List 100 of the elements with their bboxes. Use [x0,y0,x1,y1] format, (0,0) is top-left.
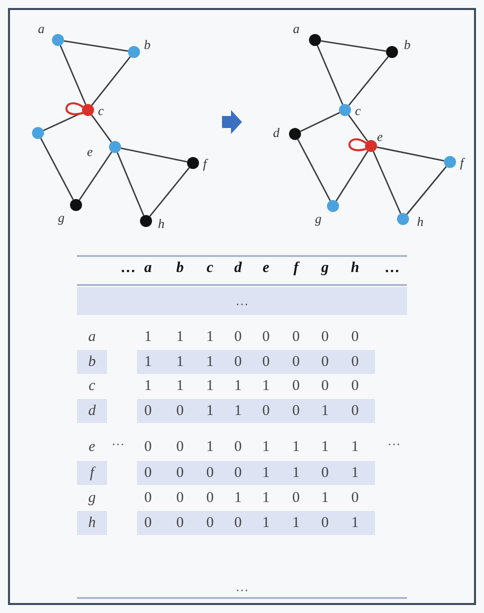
graph-vertex [128,46,140,58]
matrix-value: 1 [351,464,359,482]
row-header: f [90,464,94,482]
graph-edge [372,151,402,214]
matrix-value: 0 [262,402,270,420]
ellipsis: … [120,259,136,277]
matrix-value: 1 [234,489,242,507]
vertex-label: a [293,22,300,36]
matrix-value: 0 [176,438,184,456]
row-header: g [88,489,96,507]
column-header: f [294,259,298,277]
matrix-value: 0 [176,402,184,420]
matrix-value: 0 [292,402,300,420]
column-header: e [262,259,270,277]
matrix-value: 1 [176,377,184,395]
graph-vertex [32,127,44,139]
graph-edge [40,138,74,200]
matrix-value: 0 [144,464,152,482]
matrix-value: 1 [292,464,300,482]
graph-edge [116,152,144,216]
matrix-value: 0 [144,514,152,532]
graph-edge [297,138,331,202]
vertex-label: h [158,217,164,231]
row-header: d [88,402,96,420]
matrix-value: 0 [321,328,329,346]
vertex-label: b [144,38,150,52]
vertex-label: c [98,104,104,118]
matrix-value: 1 [351,438,359,456]
matrix-value: 0 [292,353,300,371]
column-header: a [144,259,152,277]
graph-edge [336,150,368,202]
row-header: a [88,328,96,346]
graph-edge [78,152,112,200]
graph-edge [64,40,128,52]
graph-edge [149,167,190,217]
matrix-value: 1 [176,328,184,346]
column-header: b [176,259,184,277]
vertex-label: f [460,156,464,170]
matrix-value: 0 [262,328,270,346]
matrix-value: 1 [144,328,152,346]
matrix-value: 0 [234,464,242,482]
ellipsis: … [236,578,248,596]
matrix-value: 0 [292,328,300,346]
column-header: h [350,259,360,277]
graph-edge [60,45,86,105]
graph-edge [376,146,444,162]
column-header: c [206,259,214,277]
matrix-value: 0 [262,353,270,371]
graph-vertex [444,156,456,168]
vertex-label: g [315,212,322,226]
graph-vertex [309,34,321,46]
vertex-label: a [38,22,44,36]
matrix-value: 1 [206,377,214,395]
matrix-value: 1 [234,402,242,420]
matrix-value: 0 [292,489,300,507]
ellipsis: … [384,259,400,277]
matrix-value: 0 [234,353,242,371]
graph-edge [348,56,389,106]
matrix-value: 0 [234,328,242,346]
graph-edge [406,166,447,215]
matrix-value: 0 [176,489,184,507]
graph-edge [91,56,131,106]
self-loop [348,138,366,152]
graph-vertex [187,157,199,169]
matrix-value: 1 [262,514,270,532]
vertex-label: e [87,145,93,159]
matrix-value: 0 [206,514,214,532]
matrix-value: 1 [206,353,214,371]
matrix-value: 0 [176,464,184,482]
matrix-value: 0 [234,438,242,456]
matrix-value: 1 [206,402,214,420]
matrix-value: 1 [321,438,329,456]
matrix-value: 0 [176,514,184,532]
row-header: e [88,438,96,456]
vertex-label: h [417,215,424,229]
vertex-label: f [203,157,207,171]
graph-edge [320,40,386,52]
matrix-value: 0 [144,402,152,420]
vertex-label: c [355,104,361,118]
vertex-label: e [377,130,383,144]
vertex-label: b [404,38,410,52]
graph-edge [90,114,112,143]
graph-vertex [82,104,94,116]
row-header: h [88,514,96,532]
row-header: b [88,353,96,371]
matrix-value: 1 [206,328,214,346]
matrix-value: 1 [176,353,184,371]
graph-vertex [365,140,377,152]
graph-vertex [397,213,409,225]
graph-edge [348,114,368,142]
vertex-label: g [58,211,64,225]
graph-vertex [140,215,152,227]
matrix-value: 0 [206,464,214,482]
matrix-value: 1 [144,353,152,371]
column-header: d [234,259,242,277]
matrix-value: 0 [321,377,329,395]
matrix-value: 1 [234,377,242,395]
matrix-value: 1 [144,377,152,395]
ellipsis: … [112,432,124,450]
matrix-value: 0 [351,377,359,395]
